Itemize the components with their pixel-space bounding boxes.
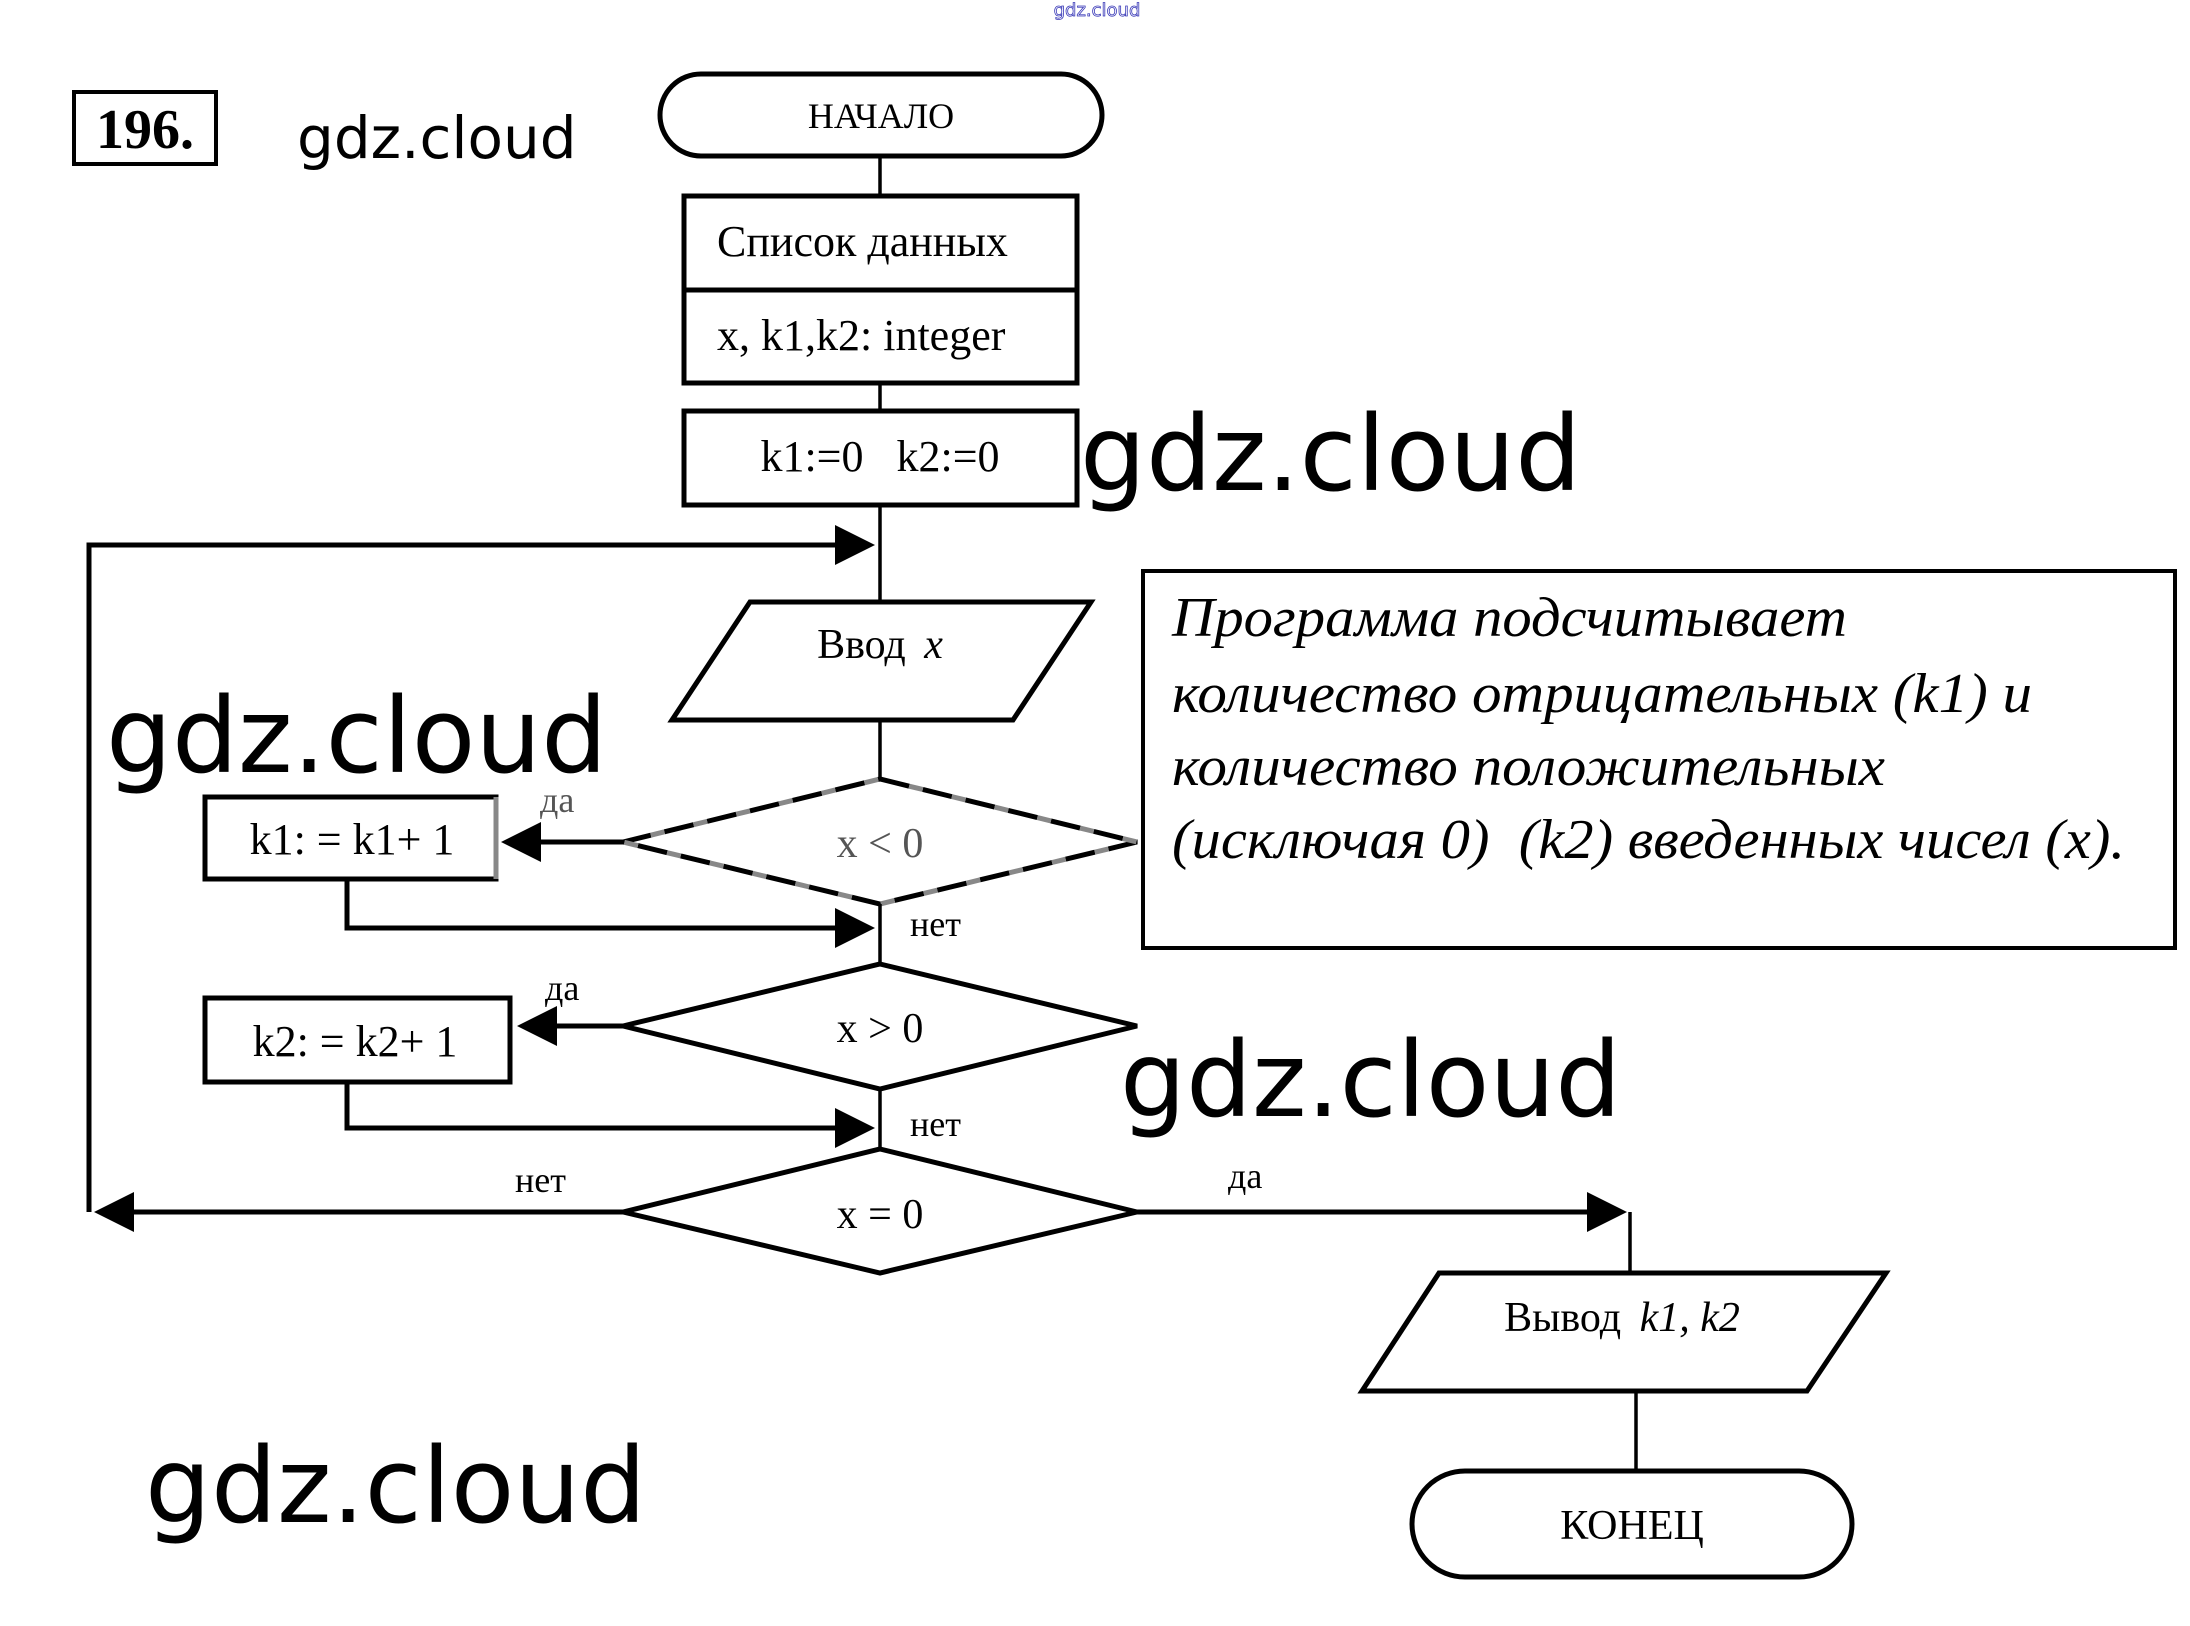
decision-negative: x < 0 (622, 776, 1138, 907)
problem-number: 196. (96, 99, 194, 161)
watermark-top: gdz.cloud (1054, 0, 1141, 21)
start-label: НАЧАЛО (808, 96, 954, 136)
description-line-3: количество положительных (1172, 736, 1885, 798)
description-line-2: количество отрицательных (k1) и (1172, 663, 2032, 725)
description-line-4: (исключая 0) (k2) введенных чисел (x). (1172, 809, 2125, 871)
data-list-block: Список данных x, k1,k2: integer (681, 193, 1080, 386)
loop-back-arrow (86, 525, 875, 1212)
inc-k1-block: k1: = k1+ 1 (202, 794, 499, 882)
output-block: Вывод k1, k2 (1357, 1270, 1891, 1394)
no-label-3: нет (515, 1160, 566, 1200)
output-vars: k1, k2 (1640, 1295, 1740, 1341)
watermark-lower-right: gdz.cloud (1120, 1019, 1621, 1141)
data-list-header: Список данных (717, 217, 1008, 266)
decision-positive: x > 0 (622, 961, 1138, 1092)
yes-label-3: да (1228, 1156, 1262, 1196)
watermark-header: gdz.cloud (297, 104, 577, 172)
inc-k2-label: k2: = k2+ 1 (253, 1017, 458, 1066)
svg-text:Ввод x: Ввод x (817, 622, 943, 668)
init-block: k1:=0 k2:=0 (681, 408, 1080, 508)
description-line-1: Программа подсчитывает (1171, 587, 1847, 649)
k2-return-arrow (344, 1082, 875, 1148)
problem-number-badge: 196. (72, 90, 218, 166)
end-terminator: КОНЕЦ (1409, 1468, 1855, 1580)
decision-positive-label: x > 0 (837, 1006, 924, 1052)
no-label-2: нет (910, 1104, 961, 1144)
data-list-declaration: x, k1,k2: integer (717, 311, 1006, 360)
decision-zero-label: x = 0 (837, 1192, 924, 1238)
k1-return-arrow (344, 879, 875, 948)
output-label: Вывод (1504, 1295, 1621, 1341)
end-label: КОНЕЦ (1560, 1503, 1704, 1549)
inc-k2-block: k2: = k2+ 1 (202, 995, 513, 1085)
start-terminator: НАЧАЛО (657, 71, 1105, 159)
description-box: Программа подсчитывает количество отрица… (1141, 569, 2177, 950)
decision-zero: x = 0 (622, 1146, 1138, 1276)
input-var: x (923, 622, 943, 668)
watermark-mid-right: gdz.cloud (1080, 393, 1581, 515)
input-block: Ввод x (667, 599, 1096, 723)
svg-text:Вывод k1, k2: Вывод k1, k2 (1504, 1295, 1740, 1341)
watermark-bottom-left: gdz.cloud (145, 1425, 646, 1547)
input-label: Ввод (817, 622, 906, 668)
yes-label-2: да (545, 968, 579, 1008)
no-label-1: нет (910, 904, 961, 944)
inc-k1-label: k1: = k1+ 1 (250, 815, 455, 864)
yes-label-1: да (540, 780, 574, 820)
init-label: k1:=0 k2:=0 (760, 432, 999, 481)
decision-negative-label: x < 0 (837, 821, 924, 867)
watermark-mid-left: gdz.cloud (106, 675, 607, 797)
